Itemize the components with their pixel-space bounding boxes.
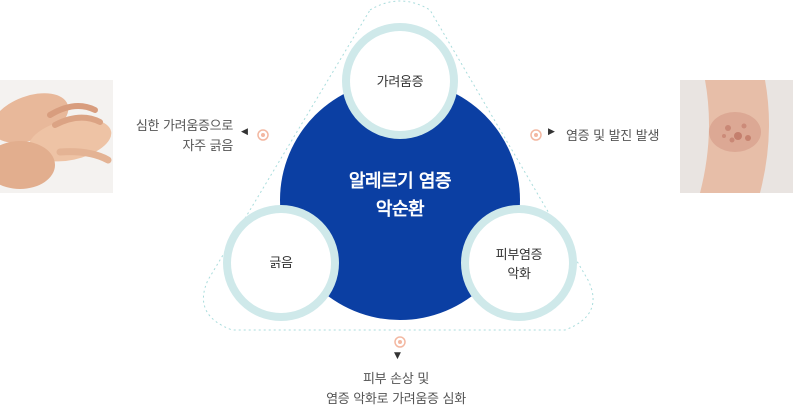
dotted-cycle-outline <box>203 0 594 331</box>
node-left-line1: 긁음 <box>269 256 293 271</box>
node-top-circle <box>350 31 450 131</box>
node-scratching-label: 긁음 <box>226 254 336 273</box>
node-inflammation-label: 피부염증 악화 <box>464 246 574 284</box>
marker-bottom-dot <box>394 336 406 348</box>
caption-bottom: 피부 손상 및 염증 악화로 가려움증 심화 <box>296 370 496 410</box>
center-cycle-label: 알레르기 염증 악순환 <box>320 168 480 224</box>
caption-left-line1: 심한 가려움증으로 <box>135 119 233 134</box>
center-cycle-circle <box>280 80 520 320</box>
node-right-circle <box>469 213 569 313</box>
node-itching-label: 가려움증 <box>345 73 455 92</box>
right-arrow-icon: ▶ <box>548 127 555 137</box>
node-top-line1: 가려움증 <box>376 75 424 90</box>
node-left-circle <box>231 213 331 313</box>
center-label-line1: 알레르기 염증 <box>348 171 452 192</box>
left-arrow-icon: ◀ <box>241 127 248 137</box>
node-right-line1: 피부염증 <box>495 248 543 263</box>
node-right-line2: 악화 <box>507 267 531 282</box>
caption-bottom-line2: 염증 악화로 가려움증 심화 <box>326 392 466 407</box>
knee-rash-photo <box>680 80 793 193</box>
marker-left-dot <box>257 129 269 141</box>
marker-right-dot <box>530 129 542 141</box>
caption-right: 염증 및 발진 발생 <box>566 127 659 147</box>
caption-bottom-line1: 피부 손상 및 <box>363 372 429 387</box>
caption-left: 심한 가려움증으로 자주 긁음 <box>110 117 233 157</box>
center-label-line2: 악순환 <box>375 199 425 220</box>
caption-right-line1: 염증 및 발진 발생 <box>566 129 660 144</box>
hands-scratching-photo <box>0 80 113 193</box>
down-arrow-icon: ▼ <box>394 351 401 361</box>
caption-left-line2: 자주 긁음 <box>182 139 234 154</box>
